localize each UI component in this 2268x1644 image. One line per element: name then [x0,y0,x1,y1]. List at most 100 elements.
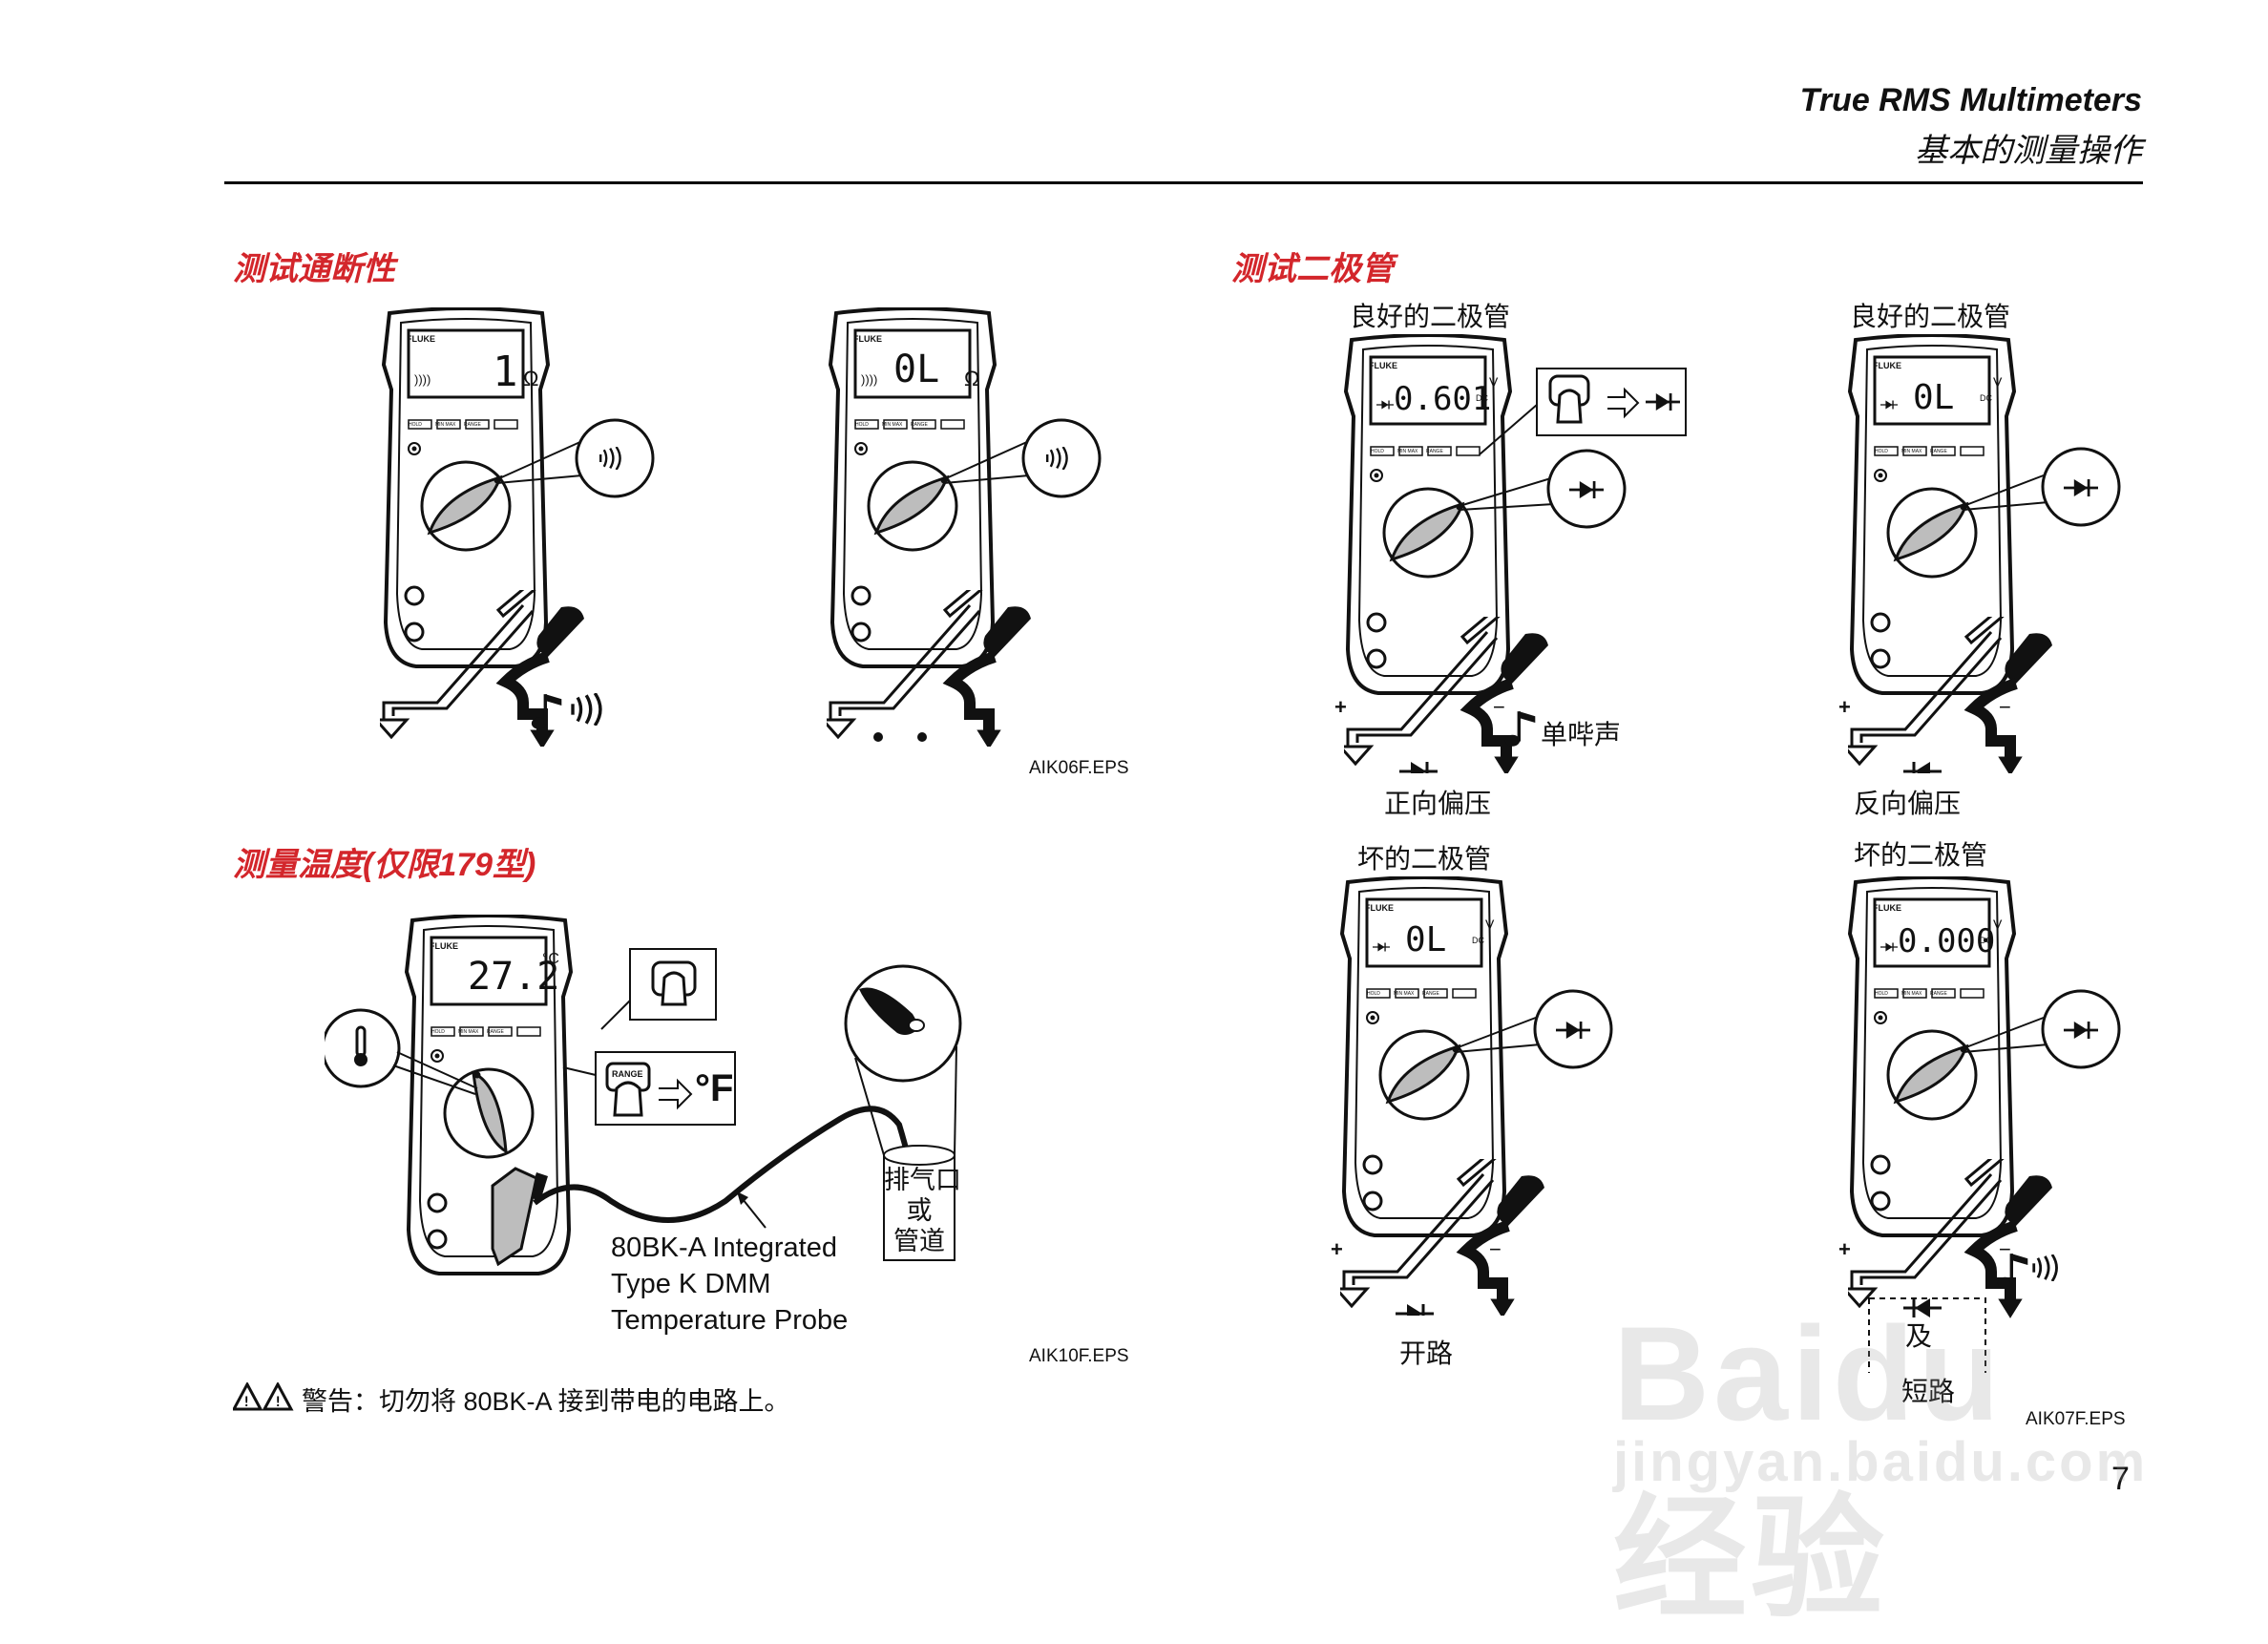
meter-brand: FLUKE [1873,903,1901,913]
diode-figure-reverse: FLUKE 0L DC V HOLD MIN MAX RANGE + − [1838,334,2146,773]
minus-sign: − [1999,695,2011,719]
continuity-icon: )))) [414,372,431,387]
lcd-reading: 0L [1405,920,1447,959]
page-number: 7 [2111,1461,2130,1497]
minmax-button: MIN MAX [1901,991,1922,997]
watermark-brand: Bai [1613,1298,1833,1448]
minmax-button: MIN MAX [1397,449,1418,454]
section-title-temperature: 测量温度(仅限179型) [233,847,536,883]
plus-sign: + [1331,1237,1343,1261]
duct-line-1: 排气口 [884,1166,961,1194]
minmax-button: MIN MAX [1394,991,1415,997]
label-good-diode-2: 良好的二极管 [1850,302,2011,331]
range-button: RANGE [487,1029,504,1035]
probe-line-1: 80BK-A Integrated [611,1233,837,1263]
header-rule [224,181,2143,184]
probe-line-3: Temperature Probe [611,1305,849,1336]
meter-brand: FLUKE [853,334,882,344]
minmax-button: MIN MAX [458,1029,479,1035]
watermark-cn: 经验 [1613,1484,1889,1633]
figure-id-diode: AIK07F.EPS [2026,1409,2126,1429]
continuity-figure-open: FLUKE )))) 0L Ω HOLD MIN MAX RANGE [817,307,1123,747]
diode-figure-forward: FLUKE 0.601 DC V HOLD MIN MAX RANGE + − … [1327,334,1709,773]
section-title-diode: 测试二极管 [1231,251,1394,287]
hold-button: HOLD [855,422,869,428]
warning-icon: ! ! [233,1382,294,1411]
lcd-dc: DC [1472,936,1484,945]
label-bad-diode-1: 坏的二极管 [1357,844,1492,874]
hold-button: HOLD [1875,449,1888,454]
callout-and-probes [1327,368,1687,773]
lcd-reading: 27.2 [468,955,560,999]
document-title: True RMS Multimeters [1799,82,2142,118]
meter-brand: FLUKE [1365,903,1394,913]
fahrenheit-label: °F [695,1067,734,1109]
minmax-button: MIN MAX [435,422,456,428]
document-subtitle: 基本的测量操作 [1915,133,2142,169]
watermark-url: jingyan.baidu.com [1613,1431,2149,1493]
lcd-dc: DC [1980,936,1992,945]
figure-id-temperature: AIK10F.EPS [1029,1346,1129,1366]
callout-and-probes [1840,989,2121,1373]
plus-sign: + [1838,1237,1851,1261]
callout-and-probes [370,418,655,747]
plus-sign: + [1838,695,1851,719]
minus-sign: − [1999,1237,2011,1261]
hold-button: HOLD [409,422,422,428]
duct-label: 排气口 或 管道 [884,1165,961,1256]
range-button: RANGE [1422,991,1439,997]
minmax-button: MIN MAX [1901,449,1922,454]
minmax-button: MIN MAX [882,422,903,428]
lcd-reading: 0.000 [1898,922,1996,960]
hold-button: HOLD [1367,991,1380,997]
range-button: RANGE [911,422,928,428]
open-circuit-label: 开路 [1399,1338,1454,1368]
range-key-label: RANGE [612,1069,643,1079]
probe-line-2: Type K DMM [611,1269,771,1299]
meter-brand: FLUKE [430,941,458,951]
diode-figure-short: FLUKE 0.000 DC V HOLD MIN MAX RANGE + − … [1838,876,2146,1406]
minus-sign: − [1489,1237,1502,1261]
watermark-paw: du [1832,1298,2004,1448]
short-circuit-label: 短路 [1901,1377,1956,1406]
section-title-continuity: 测试通断性 [233,251,395,287]
figure-id-continuity: AIK06F.EPS [1029,758,1129,778]
lcd-unit: V [1993,917,2003,932]
warning-text: 警告：切勿将 80BK-A 接到带电的电路上。 [302,1387,790,1416]
and-label: 及 [1905,1321,1933,1351]
duct-line-3: 管道 [893,1227,945,1255]
lcd-unit: Ω [964,367,980,390]
lcd-unit: V [1489,374,1499,390]
continuity-icon: )))) [861,372,878,387]
range-button: RANGE [1930,449,1947,454]
lcd-unit: V [1993,374,2003,390]
lcd-reading: 0L [893,348,940,391]
svg-text:!: ! [274,1395,282,1410]
range-button: RANGE [464,422,481,428]
hold-button: HOLD [431,1029,445,1035]
lcd-unit: V [1485,917,1495,932]
plus-sign: + [1334,695,1347,719]
label-bad-diode-2: 坏的二极管 [1854,840,1988,870]
lcd-reading: 1 [493,348,518,396]
continuity-figure-closed: FLUKE )))) 1 Ω HOLD MIN MAX RANGE [370,307,676,747]
lcd-reading: 0.601 [1394,380,1492,418]
hold-button: HOLD [1371,449,1384,454]
range-button: RANGE [1426,449,1443,454]
callout-and-probes [1323,989,1613,1316]
range-button: RANGE [1930,991,1947,997]
svg-text:!: ! [242,1395,250,1410]
single-beep-label: 单哔声 [1541,720,1622,749]
minus-sign: − [1493,695,1505,719]
diode-figure-open: FLUKE 0L DC V HOLD MIN MAX RANGE + − [1323,876,1628,1316]
meter-brand: FLUKE [407,334,435,344]
forward-bias-label: 正向偏压 [1384,789,1492,818]
lcd-dc: DC [1476,393,1488,403]
lcd-dc: DC [1980,393,1992,403]
callout-and-probes [1840,447,2121,773]
duct-line-2: 或 [906,1196,933,1225]
probe-label: 80BK-A Integrated Type K DMM Temperature… [611,1230,848,1338]
lcd-unit: Ω [523,367,539,390]
lcd-unit: °C [542,951,559,967]
temperature-callouts [325,948,962,1267]
